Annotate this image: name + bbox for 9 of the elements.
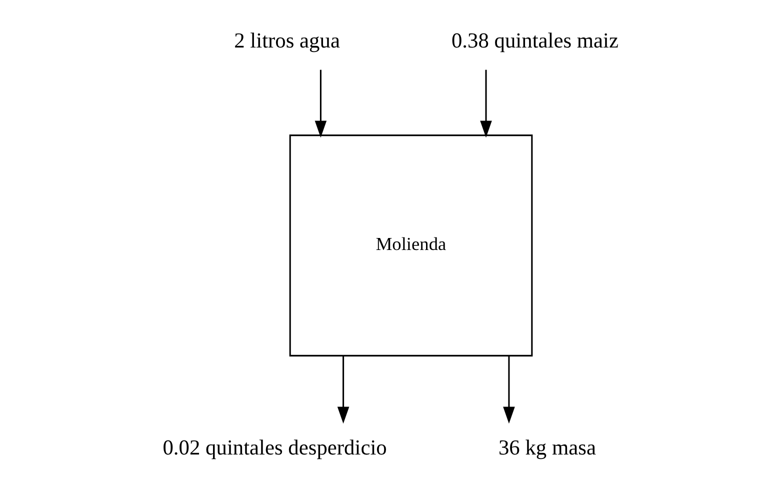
- arrow: [336, 356, 349, 424]
- arrow: [314, 70, 326, 138]
- node-box: Molienda: [288, 134, 532, 356]
- arrow: [502, 356, 514, 424]
- arrow: [480, 70, 492, 138]
- node-text: 36 kg masa: [498, 436, 596, 460]
- node-text: 2 litros agua: [234, 28, 340, 53]
- node-text: 0.38 quintales maiz: [450, 28, 618, 53]
- node-text: 0.02 quintales desperdicio: [162, 436, 386, 460]
